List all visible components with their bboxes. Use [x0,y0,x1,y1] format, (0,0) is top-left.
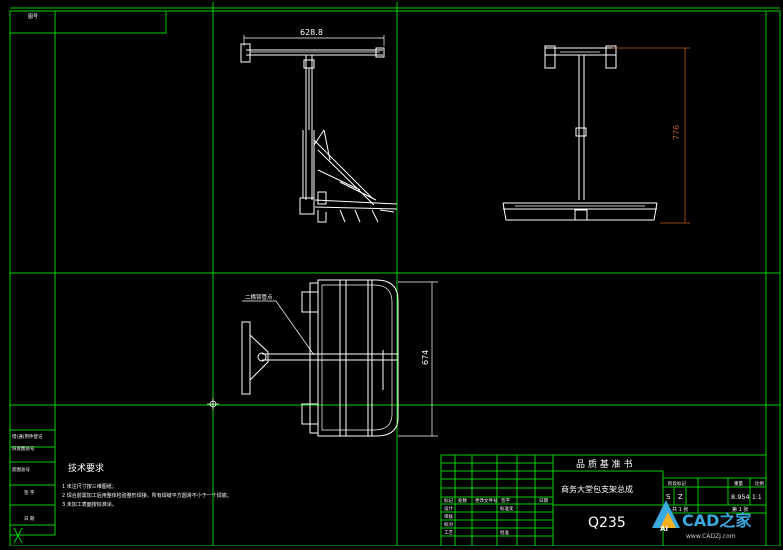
weight-value: 8.954 [731,493,750,501]
dim-side-height [612,47,690,224]
top-label-box [9,10,167,34]
title-block-part-name: 商务大堂包支架总成 [561,484,633,494]
title-block-material: Q235 [588,515,626,531]
rev-header-count: 处数 [458,497,467,504]
dim-top-width [243,35,385,46]
tech-requirements-title: 技术要求 [68,462,104,474]
stage-label: 阶段标记 [668,480,686,487]
crosshair-marker [207,398,219,410]
watermark-text: CAD之家 [682,511,752,530]
leader-annotation: 二横臂管点 [245,293,273,301]
role-review: 审核 [444,513,453,520]
top-label: 图号 [28,14,38,20]
tech-item-3: 3 未加工表面按标准涂。 [62,501,117,508]
strip-label-old-drawing: 旧底图总号 [12,445,35,452]
plan-view [241,279,399,437]
dim-plan-height-label: 674 [421,350,430,365]
sheet-number: 第 1 张 [732,506,748,513]
scale-label: 比例 [755,480,764,487]
watermark-logo-text: AI [660,525,668,533]
scale-value: 1:1 [752,494,762,501]
side-view [502,45,658,221]
title-block [440,454,767,547]
strip-label-date: 日 期 [24,516,35,522]
mark-z: Z [678,493,683,501]
sheet-total: 共 1 张 [672,506,688,513]
dim-plan-height [398,281,438,437]
strip-label-base-drawing: 底图总号 [12,466,30,473]
rev-header-mark: 标记 [444,497,453,504]
role-design: 设计 [444,505,453,512]
strip-label-sign: 签 字 [24,489,35,496]
rev-header-sign: 签字 [501,497,510,504]
tech-item-1: 1 未注尺寸按三维图纸； [62,483,117,490]
rev-header-doc: 更改文件号 [475,497,498,504]
leader-line-diag [275,300,315,356]
dim-top-width-label: 628.8 [300,28,323,37]
front-view [240,43,398,223]
dim-side-height-label: 776 [672,125,681,140]
title-block-header: 品 质 基 准 书 [576,458,632,470]
watermark-url: www.CADZJ.com [686,533,736,540]
standardization-label: 标准化 [500,505,514,512]
approval-label: 批准 [500,529,509,536]
drawing-frame [9,2,781,547]
watermark-logo-icon [652,500,680,528]
tech-item-2: 2 焊合前需加工后用整体检验整形焊接，所有焊缝平方圆滑不小于一个焊底； [62,492,232,499]
role-process: 工艺 [444,530,453,536]
outer-border [9,10,781,547]
mark-s: S [666,493,671,501]
role-check: 校对 [444,521,453,528]
weight-label: 重量 [734,480,743,487]
rev-header-date: 日期 [539,498,548,504]
strip-label-borrowed: 借(通)用件登记 [12,433,43,440]
